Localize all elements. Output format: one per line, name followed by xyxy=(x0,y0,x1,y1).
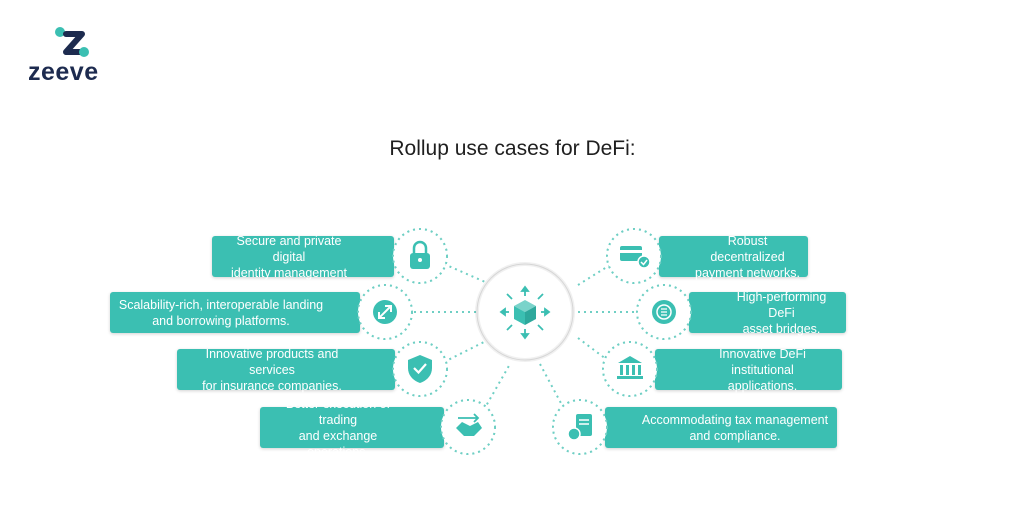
use-case-box-left-1: Secure and private digital identity mana… xyxy=(212,234,394,280)
use-case-box-left-3: Innovative products and services for ins… xyxy=(177,347,395,393)
use-case-box-right-1: Robust decentralized payment networks. xyxy=(659,234,808,280)
use-case-box-right-2: High-performing DeFi asset bridges. xyxy=(689,290,846,336)
use-case-box-right-3: Innovative DeFi institutional applicatio… xyxy=(655,347,842,393)
logo-text: zeeve xyxy=(28,58,99,86)
use-case-box-right-4: Accommodating tax management and complia… xyxy=(605,407,837,448)
zeeve-logo-icon xyxy=(55,27,89,57)
page-title: Rollup use cases for DeFi: xyxy=(389,137,636,160)
use-case-box-left-4: Better execution of trading and exchange… xyxy=(260,397,444,459)
use-case-box-left-2: Scalability-rich, interoperable landing … xyxy=(110,292,360,333)
